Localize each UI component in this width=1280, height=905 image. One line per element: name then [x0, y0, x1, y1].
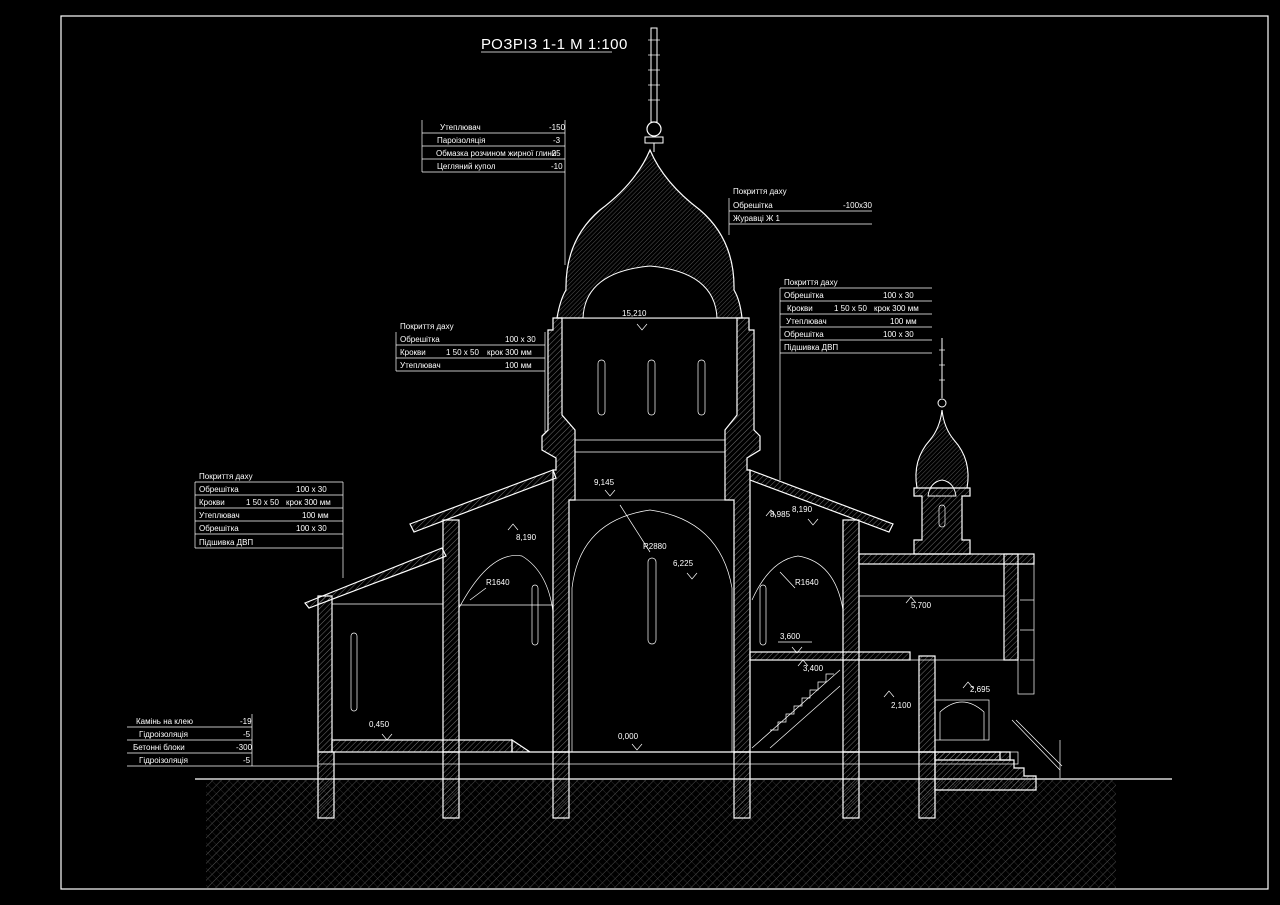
floor-row-0-name: Камінь на клею	[136, 717, 193, 726]
roof-l-row-1-mid: 1 50 x 50	[246, 498, 279, 507]
left-nave-wall	[442, 519, 460, 753]
dome-layer-1-value: -3	[553, 136, 561, 145]
radius-main: R2880	[643, 542, 667, 551]
roof-l-row-0-value: 100 x 30	[296, 485, 327, 494]
level-porch-low: 2,100	[891, 701, 912, 710]
roof-l-row-2-value: 100 мм	[302, 511, 329, 520]
roof-cl-row-0-name: Обрешітка	[400, 335, 440, 344]
roof-r-row-1-name: Крокви	[787, 304, 813, 313]
roof-r-row-3-name: Обрешітка	[784, 330, 824, 339]
roof-dome-row-0-name: Обрешітка	[733, 201, 773, 210]
floor-row-3-value: -5	[243, 756, 251, 765]
drawing-title: РОЗРІЗ 1-1 М 1:100	[481, 36, 628, 53]
level-mezz-under: 3,400	[803, 664, 824, 673]
roof-l-row-1-value: крок 300 мм	[286, 498, 331, 507]
roof-r-row-3-value: 100 x 30	[883, 330, 914, 339]
sheet-frame	[60, 15, 1269, 890]
roof-l-row-3-name: Обрешітка	[199, 524, 239, 533]
roof-dome-row-0-value: -100x30	[843, 201, 872, 210]
central-tower	[541, 317, 761, 753]
roof-r-heading: Покриття даху	[784, 278, 838, 287]
callout-roof-left: Покриття даху Обрешітка 100 x 30 Крокви …	[194, 472, 344, 578]
roof-l-row-4-name: Підшивка ДВП	[199, 538, 253, 547]
level-marks: 15,210 9,145 8,190 8,985 8,190 6,225 5,7…	[369, 309, 991, 751]
level-right-room: 5,700	[911, 601, 932, 610]
roof-r-row-1-value: крок 300 мм	[874, 304, 919, 313]
radius-right: R1640	[795, 578, 819, 587]
dome-layer-2-value: -25	[549, 149, 561, 158]
level-arch-spring: 6,225	[673, 559, 694, 568]
roof-cl-row-1-mid: 1 50 x 50	[446, 348, 479, 357]
level-porch: 2,695	[970, 685, 991, 694]
dome-layer-2-name: Обмазка розчином жирної глини	[436, 149, 556, 158]
dome-layer-3-value: -10	[551, 162, 563, 171]
callout-dome-layers: Утеплювач -150 Пароізоляція -3 Обмазка р…	[421, 120, 566, 265]
roof-r-row-1-mid: 1 50 x 50	[834, 304, 867, 313]
roof-cl-row-2-value: 100 мм	[505, 361, 532, 370]
ground	[195, 778, 1172, 888]
roof-dome-row-1-name: Журавці Ж 1	[733, 214, 781, 223]
porch-steps	[934, 719, 1063, 791]
level-left-roof: 8,190	[516, 533, 537, 542]
callout-roof-center-left: Покриття даху Обрешітка 100 x 30 Крокви …	[395, 322, 546, 432]
roof-cl-row-0-value: 100 x 30	[505, 335, 536, 344]
roof-dome-heading: Покриття даху	[733, 187, 787, 196]
dome-layer-1-name: Пароізоляція	[437, 136, 485, 145]
floor-row-3-name: Гідроізоляція	[139, 756, 188, 765]
roof-r-row-2-name: Утеплювач	[786, 317, 827, 326]
left-roof	[409, 469, 557, 533]
level-right-b: 8,190	[792, 505, 813, 514]
level-mezzanine: 3,600	[780, 632, 801, 641]
floor-row-2-name: Бетонні блоки	[133, 743, 185, 752]
right-nave-wall	[842, 519, 860, 753]
level-dome-base: 15,210	[622, 309, 647, 318]
floor-row-1-value: -5	[243, 730, 251, 739]
callout-floor: Камінь на клею -19 Гідроізоляція -5 Бето…	[127, 714, 318, 767]
floor-row-1-name: Гідроізоляція	[139, 730, 188, 739]
level-right-a: 8,985	[770, 510, 791, 519]
roof-cl-row-2-name: Утеплювач	[400, 361, 441, 370]
roof-l-heading: Покриття даху	[199, 472, 253, 481]
roof-l-row-3-value: 100 x 30	[296, 524, 327, 533]
callout-roof-right: Покриття даху Обрешітка 100 x 30 Крокви …	[779, 278, 932, 480]
dome-layer-0-value: -150	[549, 123, 566, 132]
right-roof	[749, 469, 894, 533]
main-dome	[556, 27, 743, 319]
roof-cl-row-1-name: Крокви	[400, 348, 426, 357]
roof-r-row-0-name: Обрешітка	[784, 291, 824, 300]
roof-l-row-0-name: Обрешітка	[199, 485, 239, 494]
roof-l-row-1-name: Крокви	[199, 498, 225, 507]
roof-r-row-4-name: Підшивка ДВП	[784, 343, 838, 352]
callout-roof-dome: Покриття даху Обрешітка -100x30 Журавці …	[728, 187, 872, 235]
roof-r-row-2-value: 100 мм	[890, 317, 917, 326]
level-left-floor-mark: 0,450	[369, 720, 390, 729]
dome-layer-0-name: Утеплювач	[440, 123, 481, 132]
floor-row-0-value: -19	[240, 717, 252, 726]
dome-layer-3-name: Цегляний купол	[437, 162, 496, 171]
mezzanine-slab	[749, 651, 911, 661]
radius-left: R1640	[486, 578, 510, 587]
left-annex: 0,450	[304, 547, 447, 753]
floor-row-2-value: -300	[236, 743, 253, 752]
roof-cl-row-1-value: крок 300 мм	[487, 348, 532, 357]
small-dome	[913, 338, 971, 555]
roof-l-row-2-name: Утеплювач	[199, 511, 240, 520]
roof-cl-heading: Покриття даху	[400, 322, 454, 331]
level-vault-top: 9,145	[594, 478, 615, 487]
roof-r-row-0-value: 100 x 30	[883, 291, 914, 300]
level-main-floor: 0,000	[618, 732, 639, 741]
radius-labels: R2880 R1640 R1640	[469, 542, 819, 601]
